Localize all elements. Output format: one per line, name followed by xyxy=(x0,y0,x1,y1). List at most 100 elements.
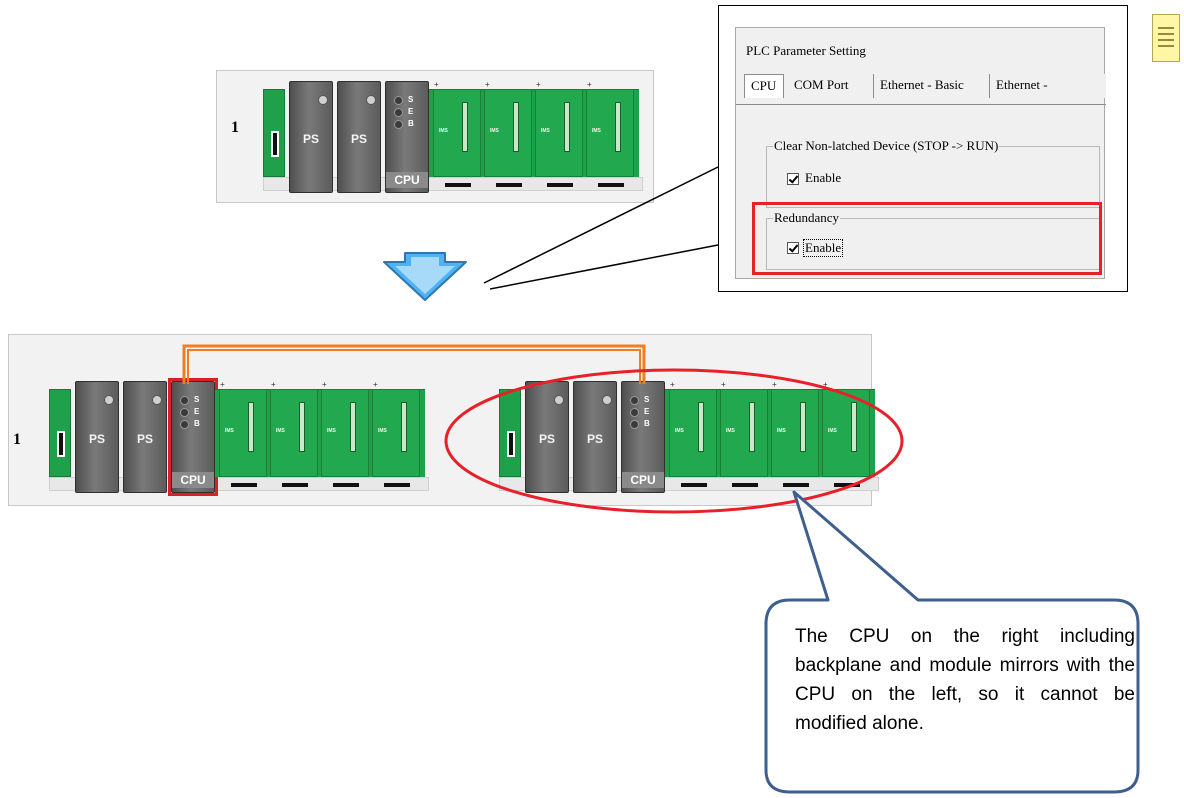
mirrored-rack-highlight xyxy=(444,368,904,514)
redundancy-legend: Redundancy xyxy=(773,210,840,226)
io-foot-1 xyxy=(681,483,707,487)
io-module-4: + IMS xyxy=(822,380,870,477)
callout-text: The CPU on the right including backplane… xyxy=(795,626,1135,734)
cpu-led-b-label: B xyxy=(644,419,650,428)
cpu-led-b xyxy=(394,120,403,129)
io-slot-bar xyxy=(401,402,407,452)
cpu-led-s xyxy=(180,396,189,405)
cpu-led-e xyxy=(630,408,639,417)
power-module-label: PS xyxy=(538,432,555,446)
power-module-label: PS xyxy=(350,132,367,146)
cpu-label: CPU xyxy=(622,472,664,488)
backplane-connector xyxy=(271,131,279,157)
io-module-tag: IMS xyxy=(828,428,837,434)
redundancy-enable-checkbox[interactable] xyxy=(787,242,799,254)
io-module-3: + IMS xyxy=(771,380,819,477)
io-foot-3 xyxy=(333,483,359,487)
dialog-title: PLC Parameter Setting xyxy=(746,43,866,58)
io-module-2: + IMS xyxy=(720,380,768,477)
io-module-1: + IMS xyxy=(669,380,717,477)
cpu-led-s-label: S xyxy=(408,95,414,104)
power-module-1[interactable]: PS xyxy=(289,81,333,193)
io-module-tag: IMS xyxy=(726,428,735,434)
plc-parameter-dialog: PLC Parameter Setting CPU COM Port Ether… xyxy=(735,27,1106,279)
io-module-tag: IMS xyxy=(378,428,387,434)
tab-ethernet-advanced[interactable]: Ethernet - xyxy=(990,74,1106,98)
power-module-2[interactable]: PS xyxy=(337,81,381,193)
tab-ethernet-basic[interactable]: Ethernet - Basic xyxy=(874,74,990,98)
io-module-tag: IMS xyxy=(541,128,550,134)
io-slot-bar xyxy=(513,102,519,152)
io-foot-4 xyxy=(834,483,860,487)
io-module-2[interactable]: + IMS xyxy=(270,380,318,477)
backplane-connector xyxy=(57,431,65,457)
io-slot-bar xyxy=(698,402,704,452)
io-module-tag: IMS xyxy=(439,128,448,134)
redundancy-enable-label: Enable xyxy=(803,239,844,257)
cpu-led-b xyxy=(630,420,639,429)
clear-enable-checkbox[interactable] xyxy=(787,173,799,185)
io-module-tag: IMS xyxy=(675,428,684,434)
io-module-1[interactable]: + IMS xyxy=(219,380,267,477)
tab-underline xyxy=(736,104,1106,105)
cpu-led-s xyxy=(630,396,639,405)
tab-cpu[interactable]: CPU xyxy=(744,74,784,98)
clear-non-latched-group: Clear Non-latched Device (STOP -> RUN) E… xyxy=(766,138,1100,208)
io-foot-2 xyxy=(732,483,758,487)
io-slot-bar xyxy=(299,402,305,452)
top-rack-panel: 1 PS PS S E B CPU + IMS + IM xyxy=(216,70,654,203)
cpu-led-e xyxy=(180,408,189,417)
primary-power-module-2[interactable]: PS xyxy=(123,381,167,493)
bottom-rack-panel: 1 PS PS S E B CPU + IMS + xyxy=(8,334,879,506)
io-foot-4 xyxy=(384,483,410,487)
backup-cpu-module: S E B CPU xyxy=(621,381,665,493)
arrow-down-icon-highlight xyxy=(395,257,455,294)
speech-bubble xyxy=(764,490,1140,794)
io-foot-3 xyxy=(783,483,809,487)
backplane-connector xyxy=(507,431,515,457)
cpu-label: CPU xyxy=(386,172,428,188)
io-module-2[interactable]: + IMS xyxy=(484,80,532,177)
tab-com-port[interactable]: COM Port xyxy=(788,74,874,98)
io-module-tag: IMS xyxy=(327,428,336,434)
io-module-3[interactable]: + IMS xyxy=(535,80,583,177)
io-slot-bar xyxy=(462,102,468,152)
io-slot-bar xyxy=(564,102,570,152)
clear-non-latched-legend: Clear Non-latched Device (STOP -> RUN) xyxy=(773,138,1000,154)
io-module-3[interactable]: + IMS xyxy=(321,380,369,477)
io-module-4[interactable]: + IMS xyxy=(586,80,634,177)
callout-line-lower xyxy=(489,244,719,290)
io-module-1[interactable]: + IMS xyxy=(433,80,481,177)
callout-line-upper xyxy=(483,166,719,284)
redundancy-sync-cable xyxy=(182,344,646,384)
io-module-tag: IMS xyxy=(225,428,234,434)
bottom-rack-row-label: 1 xyxy=(13,431,21,448)
io-slot-bar xyxy=(851,402,857,452)
cpu-led-s-label: S xyxy=(644,395,650,404)
clear-enable-label: Enable xyxy=(805,170,842,185)
power-module-label: PS xyxy=(586,432,603,446)
primary-cpu-module[interactable]: S E B CPU xyxy=(171,381,215,493)
primary-power-module-1[interactable]: PS xyxy=(75,381,119,493)
redundancy-group: Redundancy Enable xyxy=(766,210,1100,270)
cpu-led-e-label: E xyxy=(194,407,200,416)
cpu-module[interactable]: S E B CPU xyxy=(385,81,429,193)
power-led xyxy=(152,395,162,405)
io-foot-2 xyxy=(496,183,522,187)
power-led xyxy=(602,395,612,405)
io-module-tag: IMS xyxy=(777,428,786,434)
io-module-4[interactable]: + IMS xyxy=(372,380,420,477)
cpu-led-b-label: B xyxy=(408,119,414,128)
io-foot-1 xyxy=(231,483,257,487)
note-icon[interactable] xyxy=(1152,14,1180,62)
power-led xyxy=(366,95,376,105)
power-module-label: PS xyxy=(302,132,319,146)
io-slot-bar xyxy=(800,402,806,452)
io-foot-3 xyxy=(547,183,573,187)
io-module-tag: IMS xyxy=(490,128,499,134)
cpu-label: CPU xyxy=(172,472,214,488)
io-foot-1 xyxy=(445,183,471,187)
power-module-label: PS xyxy=(136,432,153,446)
